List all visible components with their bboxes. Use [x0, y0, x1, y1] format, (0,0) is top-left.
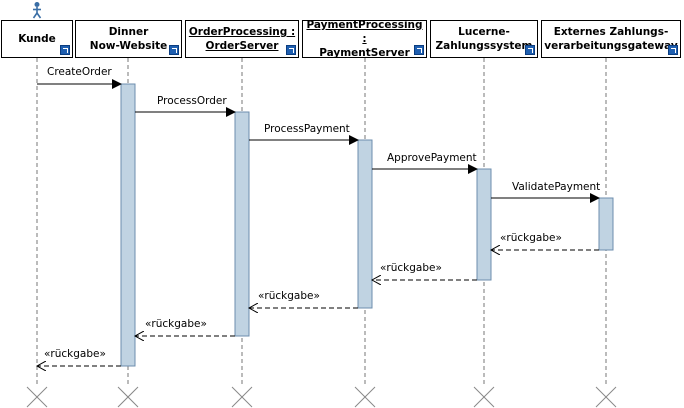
activation-bar[interactable] — [120, 83, 136, 367]
lifeline-label: PaymentProcessing : PaymentServer — [306, 19, 423, 59]
lifeline-paymentserver[interactable]: PaymentProcessing : PaymentServer — [302, 19, 427, 59]
destroy-marker — [595, 386, 617, 408]
message-label: «rückgabe» — [500, 232, 562, 244]
destroy-marker — [354, 386, 376, 408]
shortcut-icon[interactable] — [414, 45, 424, 55]
lifeline-label: Lucerne- Zahlungssystem — [435, 26, 533, 52]
activation-bar[interactable] — [476, 168, 492, 281]
message-label: ApprovePayment — [387, 152, 477, 164]
shortcut-icon[interactable] — [60, 45, 70, 55]
message-label: «rückgabe» — [44, 348, 106, 360]
destroy-marker — [117, 386, 139, 408]
lifeline-label: Kunde — [18, 33, 56, 45]
shortcut-icon[interactable] — [169, 45, 179, 55]
lifeline-label: Externes Zahlungs- verarbeitungsgateway — [544, 26, 678, 52]
destroy-marker — [231, 386, 253, 408]
message-label: «rückgabe» — [258, 290, 320, 302]
shortcut-icon[interactable] — [286, 45, 296, 55]
activation-bar[interactable] — [357, 139, 373, 309]
activation-bar[interactable] — [598, 197, 614, 251]
lifeline-lucerne[interactable]: Lucerne- Zahlungssystem — [430, 20, 538, 58]
actor-icon — [32, 2, 42, 19]
shortcut-icon[interactable] — [525, 45, 535, 55]
message-label: «rückgabe» — [380, 262, 442, 274]
destroy-marker — [473, 386, 495, 408]
lifeline-label: OrderProcessing : OrderServer — [188, 26, 296, 52]
message-label: ProcessPayment — [264, 123, 350, 135]
message-label: ProcessOrder — [157, 95, 227, 107]
destroy-marker — [26, 386, 48, 408]
lifeline-orderserver[interactable]: OrderProcessing : OrderServer — [185, 20, 299, 58]
lifeline-gateway[interactable]: Externes Zahlungs- verarbeitungsgateway — [541, 20, 681, 58]
shortcut-icon[interactable] — [668, 45, 678, 55]
message-label: ValidatePayment — [512, 181, 601, 193]
message-label: «rückgabe» — [145, 318, 207, 330]
lifeline-kunde[interactable]: Kunde — [1, 20, 73, 58]
lifeline-website[interactable]: Dinner Now-Website — [75, 20, 182, 58]
message-label: CreateOrder — [47, 66, 112, 78]
activation-bar[interactable] — [234, 111, 250, 337]
lifeline-label: Dinner Now-Website — [89, 26, 168, 52]
